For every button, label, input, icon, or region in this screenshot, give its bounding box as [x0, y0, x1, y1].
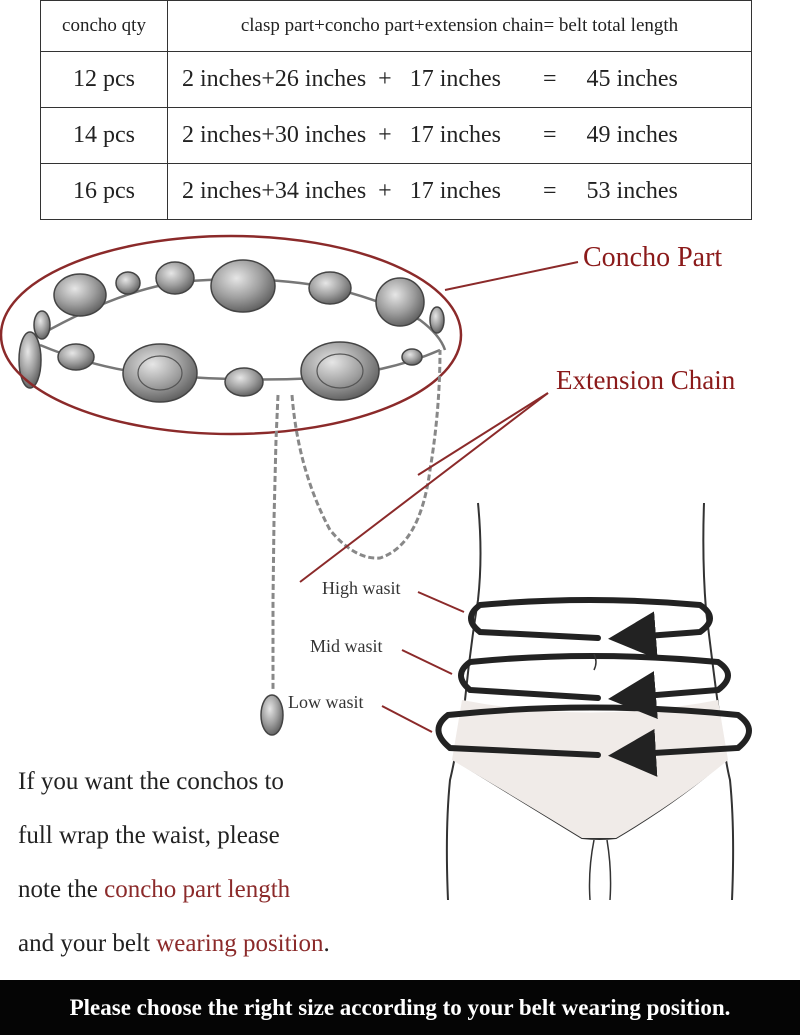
wrap-note: If you want the conchos to full wrap the…	[18, 755, 330, 971]
row-qty: 12 pcs	[40, 51, 168, 108]
concho-part-label: Concho Part	[583, 242, 723, 273]
row-formula: 2 inches+26 inches + 17 inches = 45 inch…	[167, 51, 752, 108]
mid-waist-leader	[401, 649, 453, 675]
extension-chain	[271, 349, 442, 690]
low-waist-leader	[381, 705, 433, 733]
table-row: 12 pcs 2 inches+26 inches + 17 inches = …	[40, 51, 752, 108]
size-table-header-row: concho qty clasp part+concho part+extens…	[40, 0, 752, 52]
concho-belt-image	[18, 259, 447, 403]
low-waist-label: Low wasit	[288, 692, 364, 712]
note-text: .	[323, 930, 330, 957]
size-table: concho qty clasp part+concho part+extens…	[40, 0, 752, 220]
note-highlight: wearing position	[156, 930, 324, 957]
chain-charm	[260, 694, 284, 736]
belt-illustration	[0, 234, 752, 901]
high-waist-label: High wasit	[322, 578, 401, 598]
wrap-arrow-icon	[435, 597, 752, 777]
table-row: 14 pcs 2 inches+30 inches + 17 inches = …	[40, 107, 752, 164]
row-formula: 2 inches+34 inches + 17 inches = 53 inch…	[167, 163, 752, 220]
extension-callout-line	[417, 392, 549, 476]
footer-banner: Please choose the right size according t…	[0, 980, 800, 1035]
high-waist-leader	[417, 591, 465, 613]
row-formula: 2 inches+30 inches + 17 inches = 49 inch…	[167, 107, 752, 164]
extension-callout-line	[299, 392, 549, 583]
waist-figure-image	[445, 502, 735, 901]
header-concho-qty: concho qty	[40, 0, 168, 52]
note-highlight: concho part length	[104, 876, 291, 903]
note-line: and your belt wearing position.	[18, 917, 330, 971]
header-length-formula: clasp part+concho part+extension chain= …	[167, 0, 752, 52]
extension-chain-label: Extension Chain	[556, 365, 736, 395]
note-line: If you want the conchos to	[18, 768, 284, 795]
table-row: 16 pcs 2 inches+34 inches + 17 inches = …	[40, 163, 752, 220]
row-qty: 14 pcs	[40, 107, 168, 164]
row-qty: 16 pcs	[40, 163, 168, 220]
concho-callout-line	[444, 261, 579, 291]
note-line: full wrap the waist, please	[18, 822, 280, 849]
mid-waist-label: Mid wasit	[310, 636, 383, 656]
note-line: note the concho part length	[18, 863, 330, 917]
underwear-shape	[452, 700, 728, 838]
note-text: and your belt	[18, 930, 157, 957]
concho-part-ellipse	[0, 234, 463, 436]
note-text: note the	[18, 876, 105, 903]
